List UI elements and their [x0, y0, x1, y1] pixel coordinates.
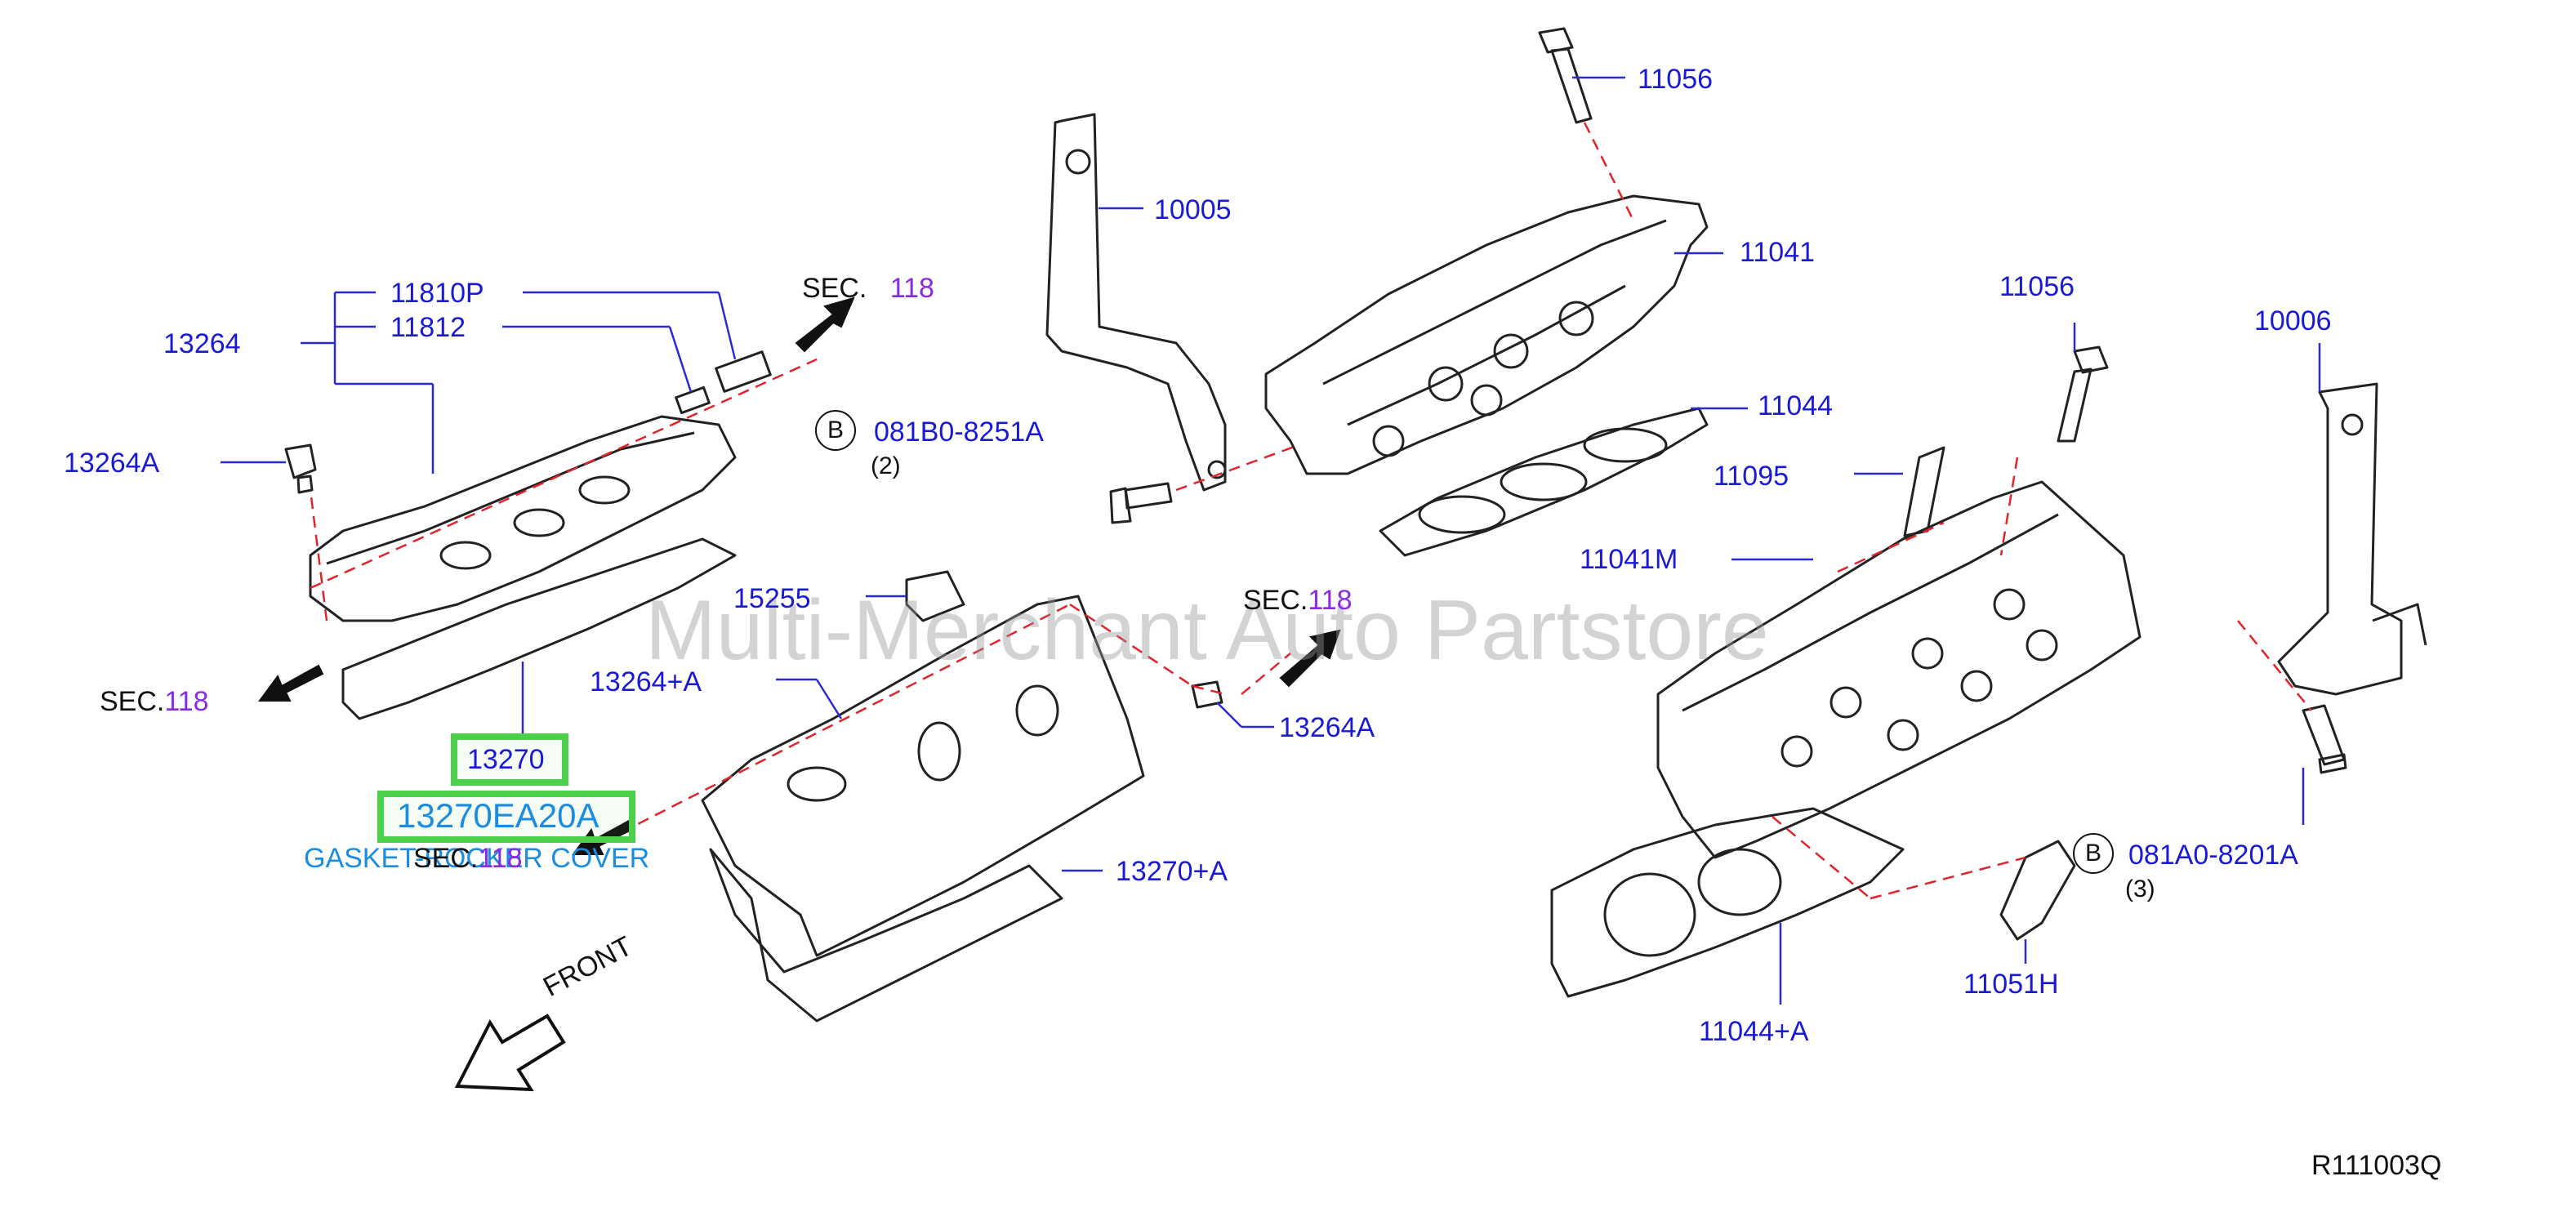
label-11041M[interactable]: 11041M — [1580, 544, 1678, 575]
label-11044pA[interactable]: 11044+A — [1699, 1016, 1809, 1047]
qty-081B0: (2) — [871, 452, 901, 479]
bolt-11056-top — [1538, 27, 1593, 124]
circle-b-lower: B — [2073, 833, 2114, 874]
label-13264[interactable]: 13264 — [163, 328, 241, 359]
cylinder-head-11041M — [1656, 480, 2141, 859]
gasket-13270 — [341, 537, 737, 720]
bolt-13264A-left — [284, 443, 317, 479]
sec-left[interactable]: SEC.118 — [100, 688, 209, 715]
label-13270pA[interactable]: 13270+A — [1116, 856, 1228, 887]
plug-11051H — [1999, 840, 2076, 941]
bracket-10006 — [2277, 382, 2403, 696]
label-11044[interactable]: 11044 — [1758, 390, 1834, 421]
head-gasket-11044 — [1379, 407, 1709, 557]
label-11051H[interactable]: 11051H — [1963, 969, 2059, 1000]
sec-top-prefix: SEC. — [802, 273, 867, 304]
front-arrow — [454, 1014, 566, 1092]
oil-cap-15255 — [905, 570, 965, 622]
sec-left-number: 118 — [164, 686, 209, 717]
label-10006[interactable]: 10006 — [2254, 305, 2332, 336]
qty-081A0: (3) — [2125, 876, 2155, 902]
highlight-13270EA20A-box[interactable] — [377, 791, 635, 843]
sec-top-number: 118 — [889, 273, 934, 304]
label-081B0-8251A[interactable]: 081B0-8251A — [874, 417, 1044, 448]
reference-code: R111003Q — [2311, 1150, 2442, 1181]
label-081A0-8201A[interactable]: 081A0-8201A — [2128, 840, 2298, 871]
sec-top[interactable]: SEC. 118 — [802, 274, 934, 302]
sec-mid-prefix: SEC. — [1243, 585, 1308, 616]
bolt-13264A-mid — [1191, 680, 1223, 709]
label-10005[interactable]: 10005 — [1154, 194, 1232, 225]
label-13270EA20A[interactable]: 13270EA20A — [397, 796, 599, 835]
label-15255[interactable]: 15255 — [733, 583, 811, 614]
label-11095[interactable]: 11095 — [1714, 461, 1789, 492]
sec-low[interactable]: SEC.118 — [413, 844, 523, 872]
sec-left-prefix: SEC. — [100, 686, 165, 717]
label-13264A-left[interactable]: 13264A — [64, 448, 160, 479]
sec-low-prefix: SEC. — [413, 843, 479, 874]
label-13270[interactable]: 13270 — [467, 744, 545, 775]
sec-low-number: 118 — [478, 843, 523, 874]
label-11812[interactable]: 11812 — [390, 312, 466, 343]
circle-b-upper: B — [815, 410, 856, 451]
pcv-11812 — [675, 385, 711, 415]
label-11056-right[interactable]: 11056 — [1999, 271, 2075, 302]
label-11041[interactable]: 11041 — [1740, 237, 1816, 268]
gasket-13270pA — [709, 848, 1063, 1023]
cylinder-head-11041 — [1264, 194, 1709, 475]
bolt-11056-right — [2057, 345, 2109, 443]
arrow-sec-mid — [1279, 629, 1341, 688]
label-11056-top[interactable]: 11056 — [1638, 64, 1714, 95]
bolt-081A0 — [2302, 704, 2347, 774]
rocker-cover-13264pA — [701, 595, 1145, 957]
label-13264A-mid[interactable]: 13264A — [1279, 712, 1375, 743]
bracket-10005 — [1045, 113, 1227, 492]
head-gasket-11044pA — [1550, 807, 1905, 998]
bolt-081B0 — [1109, 482, 1173, 524]
arrow-sec-left — [258, 664, 324, 702]
pcv-11810P — [715, 350, 772, 393]
sec-mid-number: 118 — [1308, 585, 1353, 616]
sec-mid[interactable]: SEC.118 — [1243, 586, 1353, 614]
rocker-cover-13264 — [309, 415, 737, 622]
part-description: GASKET-ROCKER COVER — [304, 843, 650, 874]
highlight-13270-box[interactable] — [451, 733, 568, 786]
arrow-sec-top — [795, 296, 855, 353]
label-11810P[interactable]: 11810P — [390, 278, 484, 309]
label-13264pA[interactable]: 13264+A — [590, 666, 702, 697]
